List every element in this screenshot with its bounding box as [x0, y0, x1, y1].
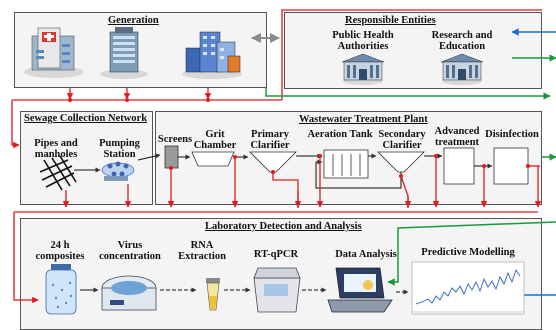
rtqpcr-label: RT-qPCR [253, 249, 299, 260]
secondary-clarifier-unit [377, 151, 425, 173]
aeration-tank-unit [323, 149, 369, 179]
screens-label: Screens [157, 134, 193, 145]
office-building-icon [100, 27, 148, 79]
responsible-entities-panel [284, 12, 542, 89]
modelling-label: Predictive Modelling [421, 247, 515, 258]
research-building-icon [440, 53, 484, 85]
green-arrow-2 [265, 88, 551, 100]
disinfection-unit [493, 147, 529, 185]
generation-title: Generation [108, 15, 159, 26]
prediction-line [415, 268, 521, 305]
data-analysis-label: Data Analysis [335, 249, 397, 260]
sewage-network-panel [20, 111, 153, 205]
rna-tube-icon [206, 278, 220, 311]
city-buildings-icon [182, 31, 242, 79]
pipes-mesh-icon [39, 155, 77, 191]
rtqpcr-machine-icon [253, 267, 301, 313]
centrifuge-icon [101, 275, 157, 311]
advanced-treatment-unit [443, 147, 475, 185]
screen-unit [164, 145, 179, 169]
primary-clarifier-unit [249, 151, 297, 173]
sample-bottle-icon [45, 264, 77, 315]
aeration-label: Aeration Tank [307, 129, 373, 140]
data-analysis-laptop-icon [327, 267, 393, 313]
pumping-station-icon [101, 161, 135, 181]
predictive-chart [411, 261, 525, 315]
sewage-title: Sewage Collection Network [24, 113, 148, 124]
lab-title: Laboratory Detection and Analysis [205, 221, 362, 232]
green-feedback-arrow [387, 221, 556, 286]
grit-chamber-unit [191, 151, 235, 167]
disinfection-label: Disinfection [485, 129, 539, 140]
hospital-building-icon [24, 27, 84, 78]
entities-title: Responsible Entities [345, 15, 436, 26]
public-health-building-icon [341, 53, 385, 85]
plant-title: Wastewater Treatment Plant [299, 114, 428, 125]
